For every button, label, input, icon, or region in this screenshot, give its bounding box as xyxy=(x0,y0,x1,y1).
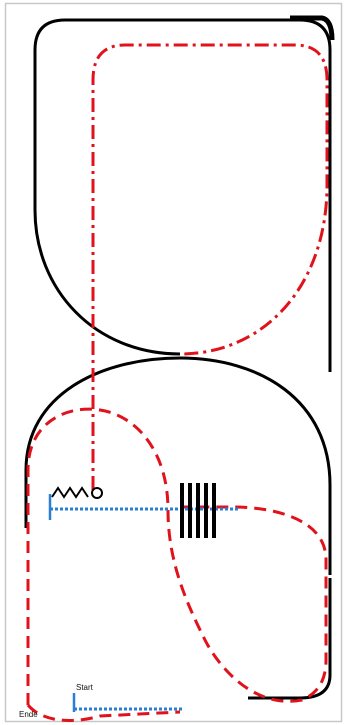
route-lower-bottom xyxy=(26,703,181,722)
track-lower-outline xyxy=(24,356,332,575)
zigzag-obstacle xyxy=(51,486,89,499)
track-lower-right-end xyxy=(248,578,332,700)
start-label: Start xyxy=(76,683,94,692)
bar-obstacle xyxy=(180,483,216,538)
circle-marker xyxy=(91,487,103,499)
track-upper-outline xyxy=(33,18,332,372)
frame-border xyxy=(4,2,343,723)
end-label: Ende xyxy=(19,710,38,719)
route-lower xyxy=(26,407,328,705)
track-upper-top-edge xyxy=(290,15,335,41)
bar-1 xyxy=(180,483,184,538)
bar-4 xyxy=(204,483,208,538)
bar-3 xyxy=(196,483,200,538)
bar-2 xyxy=(188,483,192,538)
route-upper-loop xyxy=(91,43,329,490)
bar-5 xyxy=(212,483,216,538)
